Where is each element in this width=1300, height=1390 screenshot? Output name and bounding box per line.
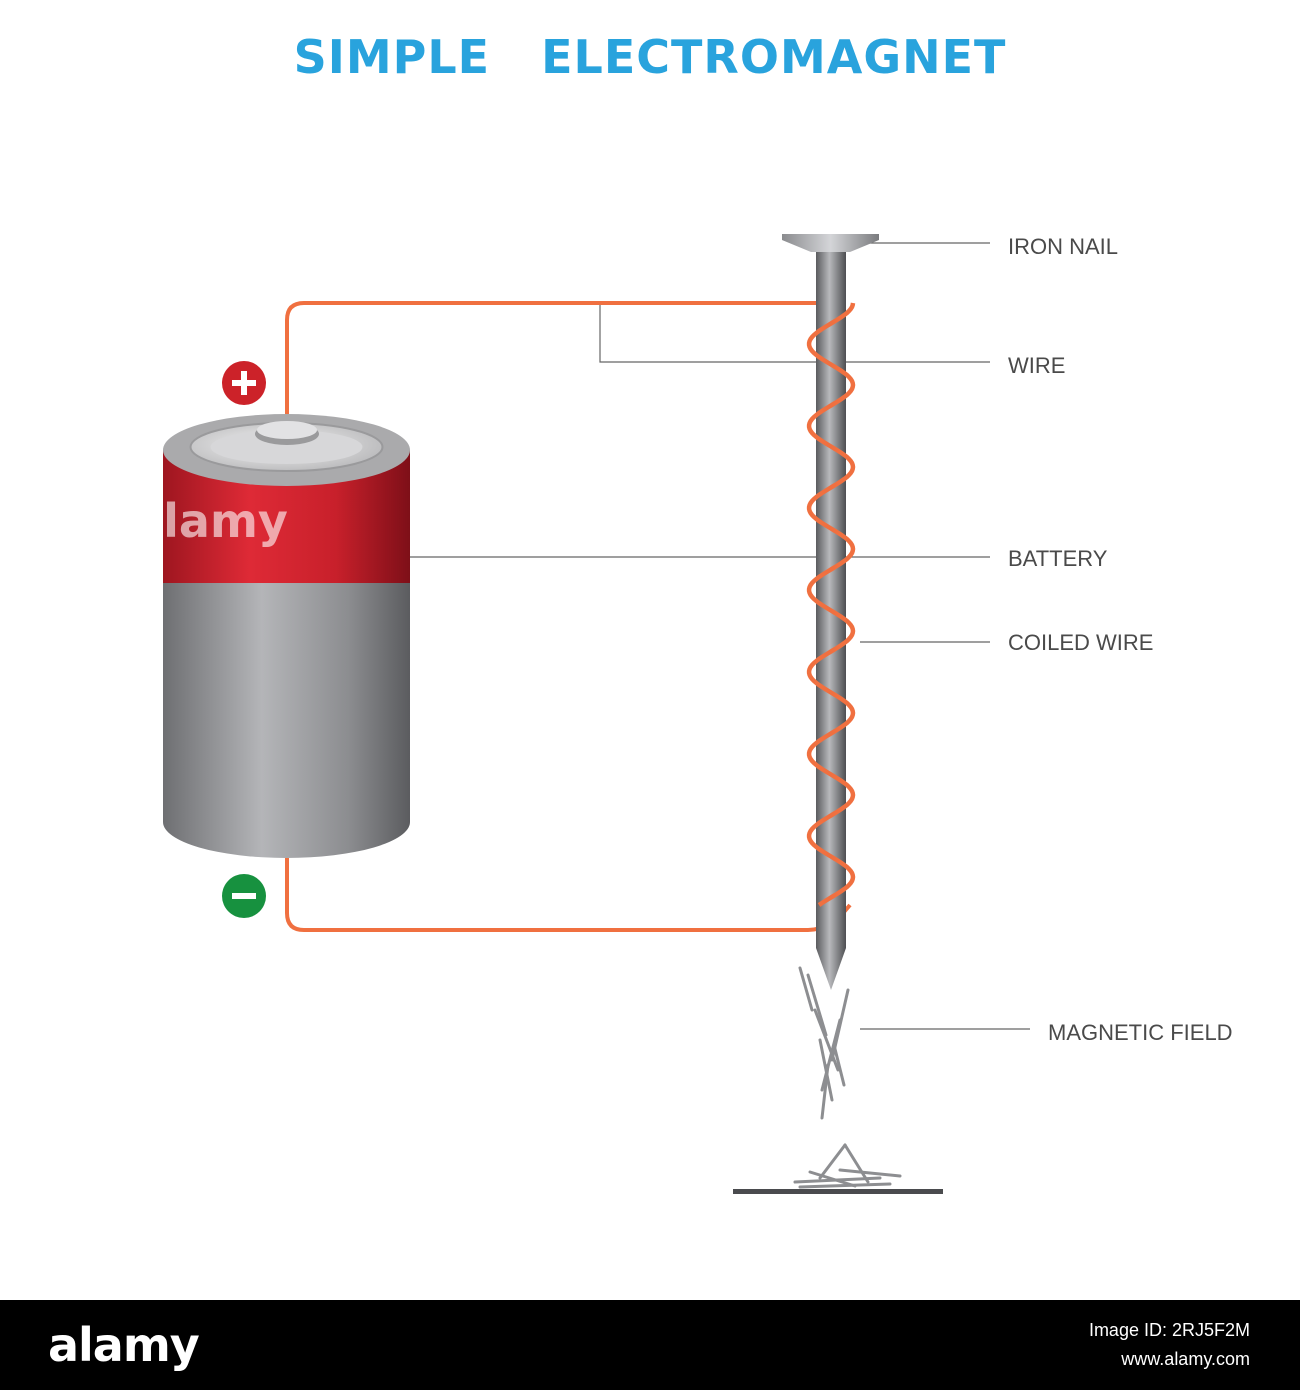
coiled-wire (806, 302, 856, 907)
wire-top (285, 301, 828, 425)
footer-info: Image ID: 2RJ5F2M www.alamy.com (1089, 1316, 1250, 1374)
battery: alamy (132, 414, 410, 858)
alamy-logo: alamy (48, 1318, 200, 1372)
magnetic-field-pins (798, 966, 850, 1120)
fallen-pins (793, 1143, 902, 1189)
label-wire: WIRE (1008, 353, 1065, 378)
wire-bottom (285, 858, 852, 932)
label-battery: BATTERY (1008, 546, 1108, 571)
positive-terminal-badge (222, 361, 266, 405)
footer-bar: alamy Image ID: 2RJ5F2M www.alamy.com (0, 1300, 1300, 1390)
site-url[interactable]: www.alamy.com (1121, 1349, 1250, 1369)
nail-head (782, 234, 879, 252)
battery-watermark: alamy (132, 494, 288, 548)
iron-nail (782, 234, 879, 990)
label-magnetic-field: MAGNETIC FIELD (1048, 1020, 1233, 1045)
label-coiled-wire: COILED WIRE (1008, 630, 1153, 655)
battery-body (163, 582, 410, 858)
electromagnet-diagram: IRON NAIL WIRE BATTERY COILED WIRE MAGNE… (132, 234, 1233, 1194)
base-surface (733, 1189, 943, 1194)
nail-shank (816, 252, 846, 990)
image-id: Image ID: 2RJ5F2M (1088, 1320, 1250, 1340)
negative-terminal-badge (222, 874, 266, 918)
page-title: SIMPLE ELECTROMAGNET (293, 30, 1007, 84)
label-iron-nail: IRON NAIL (1008, 234, 1118, 259)
wire-leader (599, 305, 990, 363)
